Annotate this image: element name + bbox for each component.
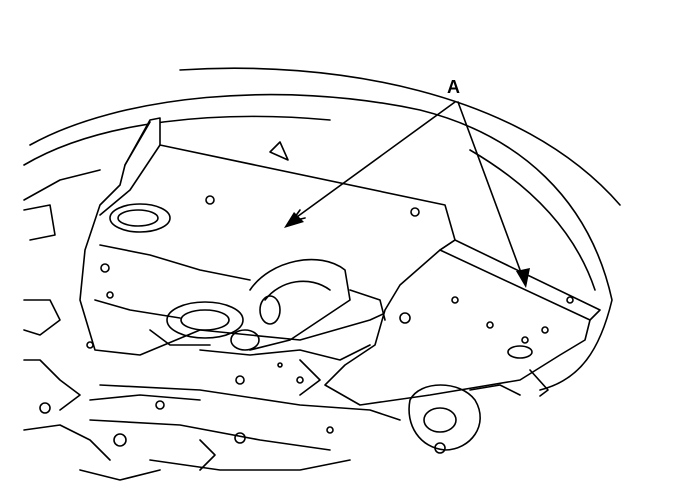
- vehicle-body-outline: [23, 67, 621, 391]
- subframe-crossmember: [89, 384, 401, 471]
- front-undercover-left: [79, 117, 456, 356]
- left-suspension-area: [23, 204, 201, 481]
- callout-arrows: [284, 101, 530, 288]
- engine-components: [149, 258, 386, 396]
- right-suspension-area: [408, 384, 521, 454]
- callout-label-a: A: [447, 77, 460, 97]
